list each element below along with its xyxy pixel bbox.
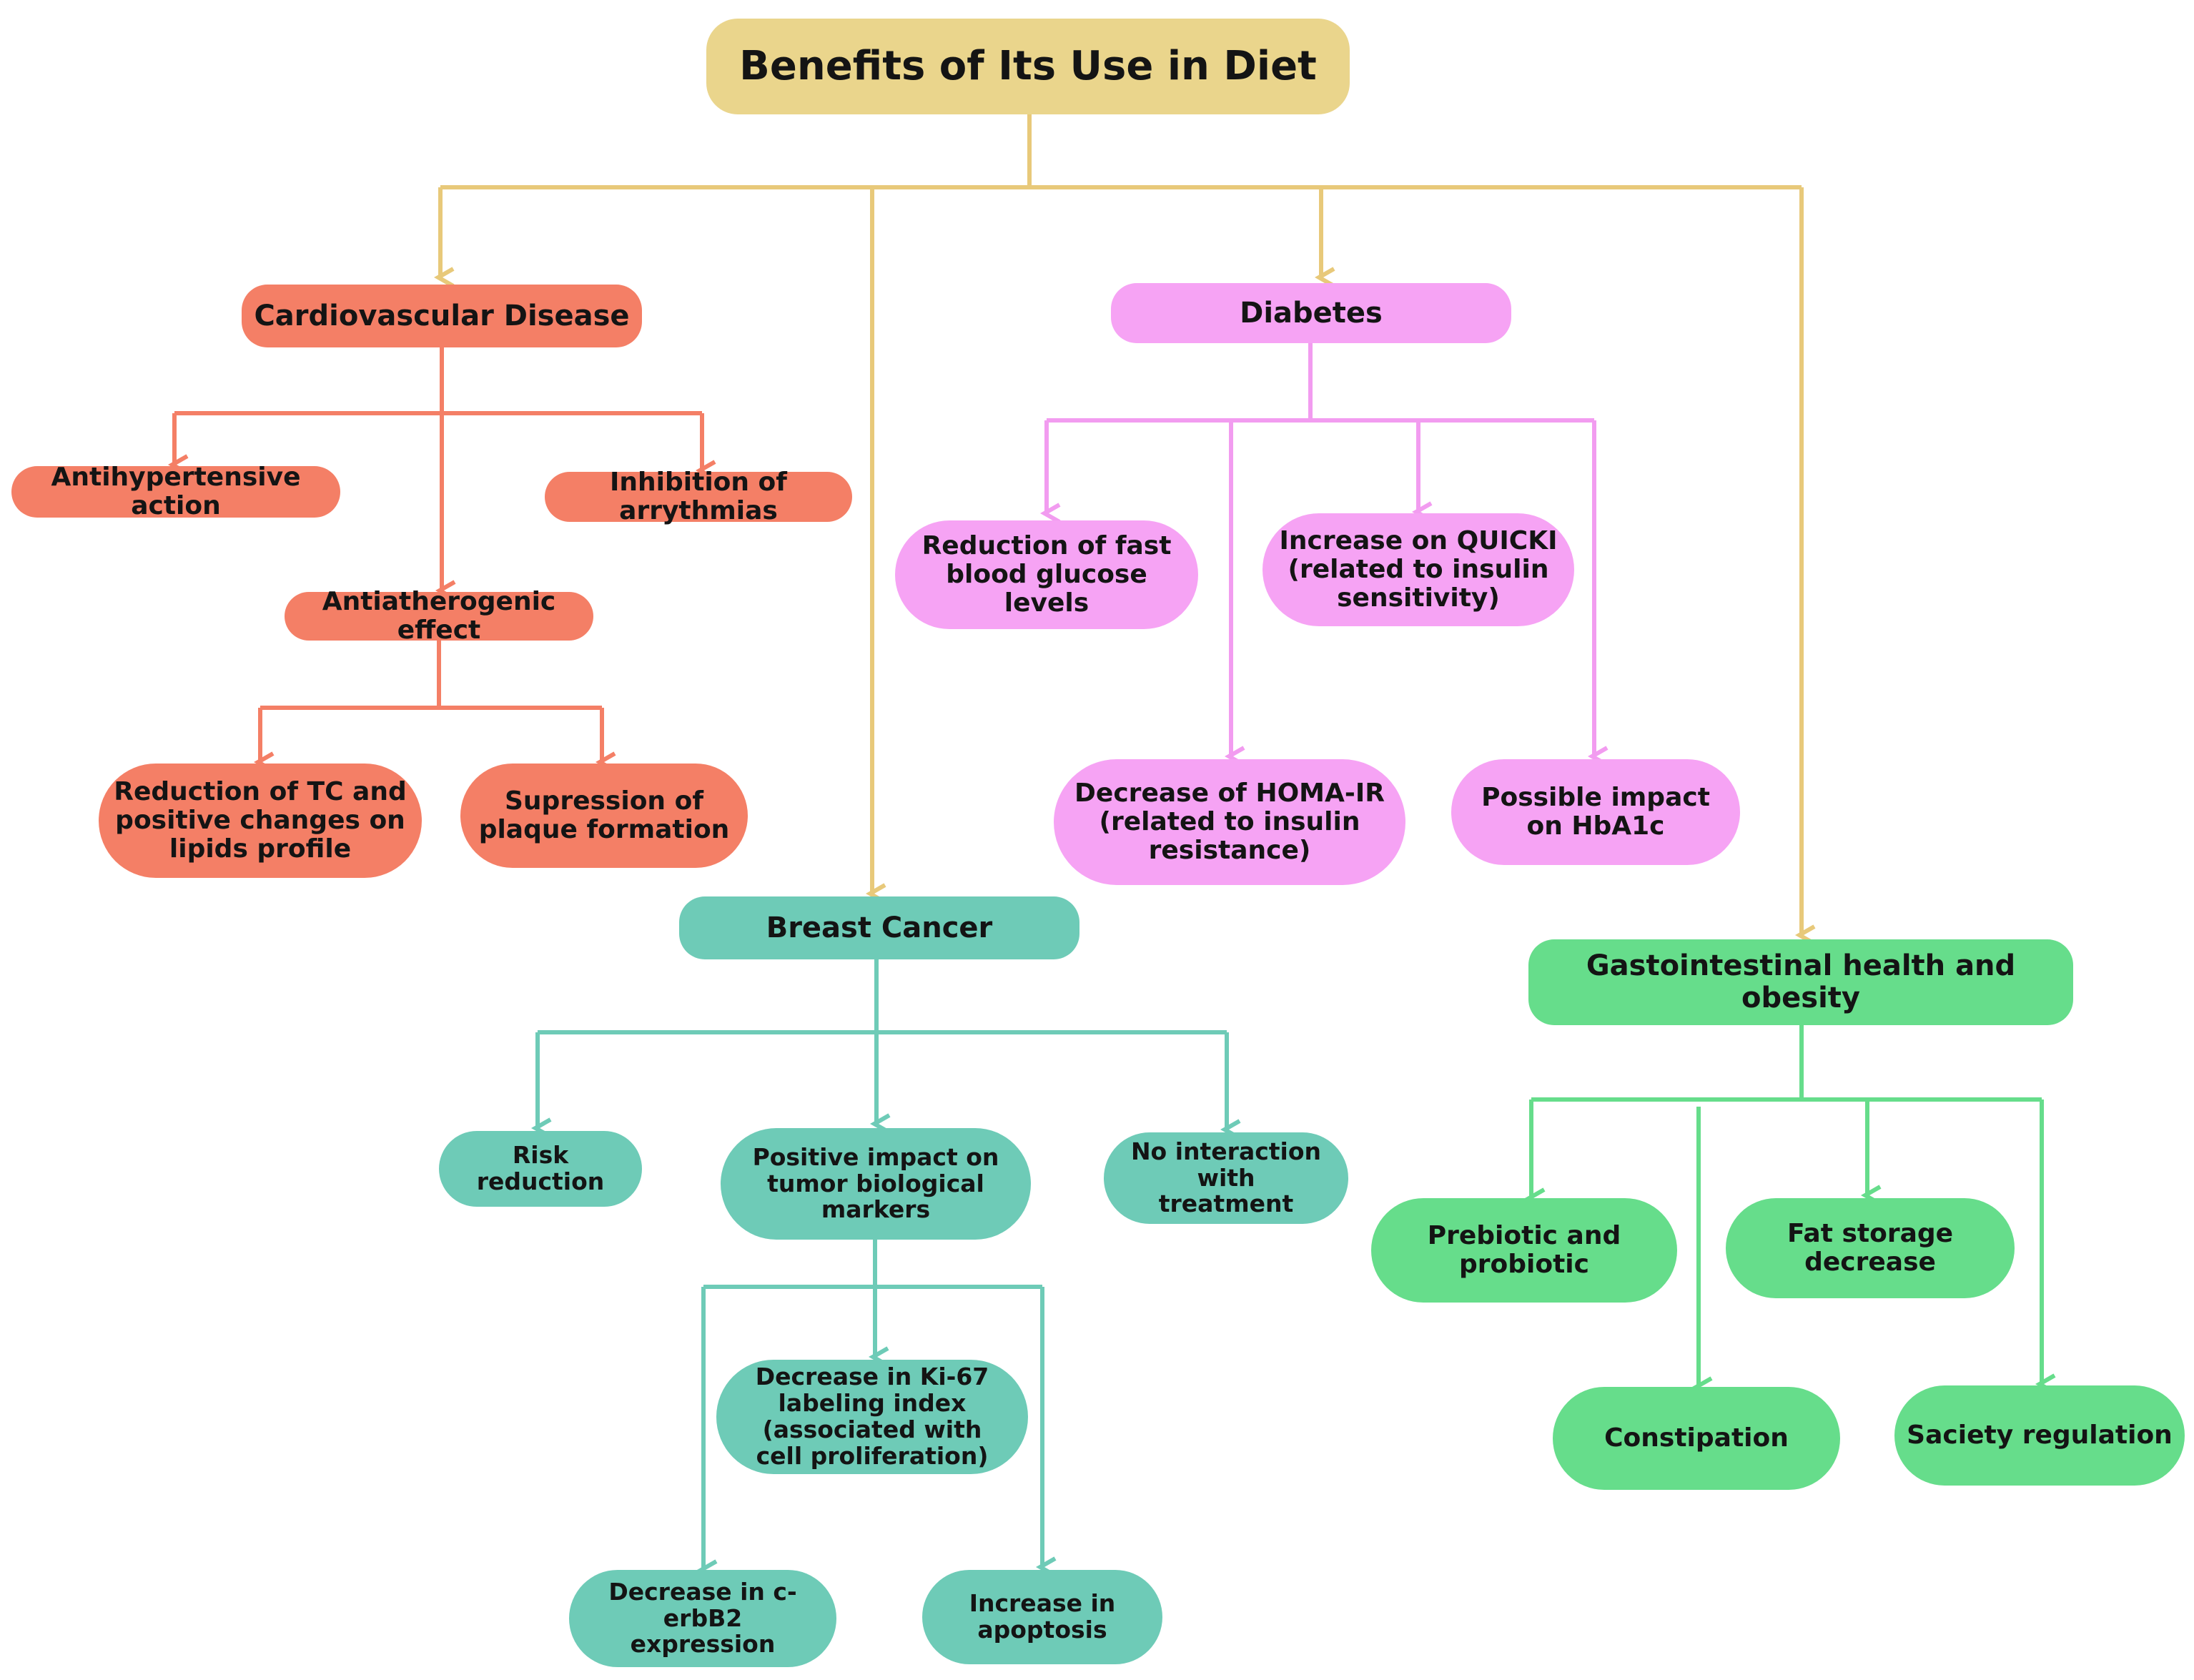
breast-cancer-node: Breast Cancer xyxy=(679,896,1079,959)
cardiovascular-disease-node: Cardiovascular Disease xyxy=(242,285,642,347)
fast-blood-glucose-node: Reduction of fast blood glucose levels xyxy=(895,520,1198,629)
fat-storage-decrease-node: Fat storage decrease xyxy=(1726,1198,2015,1298)
breast-cancer-connectors xyxy=(530,959,1241,1581)
antiatherogenic-effect-node: Antiatherogenic effect xyxy=(285,587,593,645)
quicki-increase-node: Increase on QUICKI (related to insulin s… xyxy=(1262,513,1574,626)
constipation-node: Constipation xyxy=(1553,1387,1840,1490)
hba1c-impact-node: Possible impact on HbA1c xyxy=(1451,759,1740,865)
diagram-title: Benefits of Its Use in Diet xyxy=(706,19,1350,114)
plaque-suppression-node: Supression of plaque formation xyxy=(460,764,748,868)
c-erbb2-decrease-node: Decrease in c-erbB2 expression xyxy=(569,1570,836,1667)
tumor-biological-markers-node: Positive impact on tumor biological mark… xyxy=(721,1128,1031,1240)
reduction-of-tc-node: Reduction of TC and positive changes on … xyxy=(99,764,422,878)
diabetes-connectors xyxy=(1039,343,1609,767)
diabetes-node: Diabetes xyxy=(1111,283,1511,343)
cardiovascular-connectors xyxy=(167,347,716,773)
no-interaction-with-treatment-node: No interaction with treatment xyxy=(1104,1132,1348,1224)
prebiotic-probiotic-node: Prebiotic and probiotic xyxy=(1371,1198,1677,1303)
apoptosis-increase-node: Increase in apoptosis xyxy=(922,1570,1162,1664)
homa-ir-decrease-node: Decrease of HOMA-IR (related to insulin … xyxy=(1054,759,1405,885)
antihypertensive-action-node: Antihypertensive action xyxy=(11,463,340,520)
title-connectors xyxy=(433,114,1816,946)
gastrointestinal-connectors xyxy=(1524,1025,2056,1398)
risk-reduction-node: Risk reduction xyxy=(439,1131,642,1207)
satiety-regulation-node: Saciety regulation xyxy=(1894,1385,2185,1486)
inhibition-of-arrhythmias-node: Inhibition of arrythmias xyxy=(545,468,852,525)
ki67-labeling-index-node: Decrease in Ki-67 labeling index (associ… xyxy=(716,1360,1028,1474)
gastrointestinal-obesity-node: Gastointestinal health and obesity xyxy=(1528,939,2073,1025)
